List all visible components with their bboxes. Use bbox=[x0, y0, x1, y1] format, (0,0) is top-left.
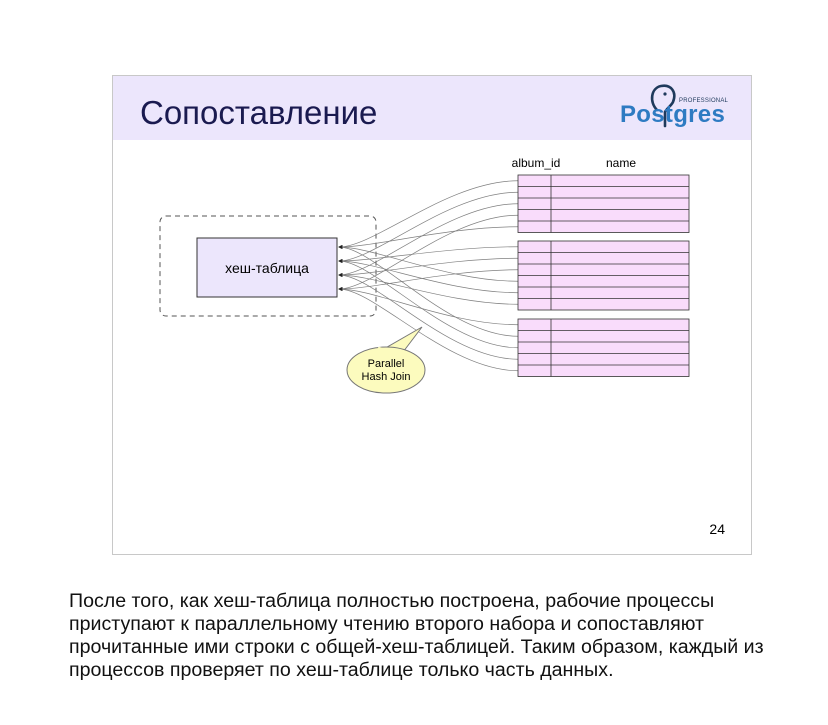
page-number: 24 bbox=[709, 521, 725, 537]
connection-curve bbox=[338, 258, 519, 294]
connection-curve bbox=[338, 203, 519, 278]
connection-curve bbox=[338, 246, 519, 264]
row-group-1 bbox=[517, 174, 690, 233]
connection-curve bbox=[338, 257, 519, 278]
callout-line-2: Hash Join bbox=[362, 371, 411, 383]
logo-wordmark: Postgres bbox=[620, 101, 726, 128]
slide-header: Сопоставление PROFESSIONAL Postgres bbox=[113, 76, 751, 140]
connection-curve bbox=[338, 272, 519, 305]
connection-curve bbox=[338, 272, 519, 360]
parallel-hash-join-callout: Parallel Hash Join bbox=[346, 326, 426, 394]
column-header-album-id: album_id bbox=[512, 156, 561, 170]
diagram: хеш-таблица album_id name Parallel Hash … bbox=[159, 156, 690, 394]
connection-curve bbox=[338, 269, 519, 292]
logo-tagline: PROFESSIONAL bbox=[679, 98, 729, 104]
connection-curve bbox=[338, 244, 519, 282]
callout-line-1: Parallel bbox=[368, 358, 405, 370]
connection-curve bbox=[338, 180, 519, 250]
postgres-logo: PROFESSIONAL Postgres bbox=[619, 82, 731, 132]
connection-curve bbox=[338, 286, 519, 372]
slide: Сопоставление PROFESSIONAL Postgres хеш-… bbox=[112, 75, 752, 555]
hash-table-label: хеш-таблица bbox=[225, 260, 309, 276]
connection-curve bbox=[338, 258, 519, 349]
table-rows bbox=[517, 174, 690, 377]
connection-curve bbox=[338, 191, 519, 264]
hash-table-box bbox=[196, 237, 338, 298]
connection-curve bbox=[338, 226, 519, 250]
connection-lines bbox=[338, 180, 519, 372]
process-boundary bbox=[159, 215, 377, 317]
column-header-name: name bbox=[606, 156, 636, 170]
elephant-icon bbox=[650, 84, 676, 128]
connection-curve bbox=[338, 244, 519, 337]
connection-curve bbox=[338, 214, 519, 292]
row-group-3 bbox=[517, 318, 690, 377]
slide-caption: После того, как хеш-таблица полностью по… bbox=[69, 590, 764, 681]
connection-curve bbox=[338, 286, 519, 326]
slide-title: Сопоставление bbox=[140, 94, 378, 131]
